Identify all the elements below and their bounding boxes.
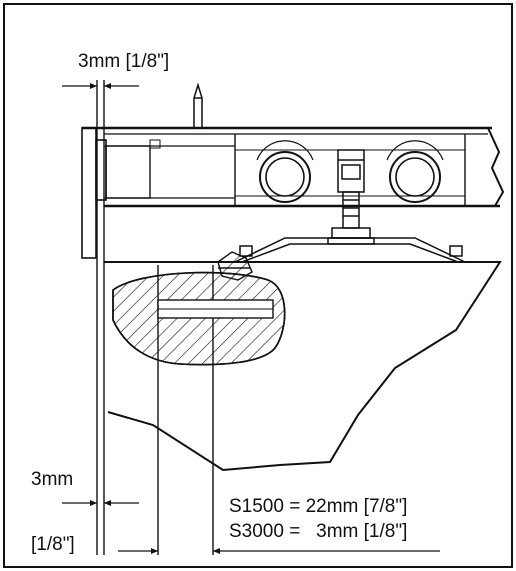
hanger-bracket xyxy=(225,237,475,263)
s3000-label: S3000 = 3mm [1/8"] xyxy=(229,521,408,542)
track-rail xyxy=(82,126,505,208)
end-cap xyxy=(81,127,235,259)
side-gap-mm-label: 3mm xyxy=(31,469,74,490)
roller-right xyxy=(386,140,444,203)
locating-pin xyxy=(193,82,203,129)
s1500-label: S1500 = 22mm [7/8"] xyxy=(229,496,408,517)
side-gap-inch-label: [1/8"] xyxy=(31,534,75,555)
cutaway-section xyxy=(112,271,286,366)
roller-left xyxy=(256,140,314,203)
top-gap-label: 3mm [1/8"] xyxy=(78,51,170,72)
drawing-frame xyxy=(3,3,513,568)
bolt-assembly xyxy=(327,149,375,245)
seal-profile xyxy=(217,251,253,281)
door-leaf xyxy=(104,261,502,472)
